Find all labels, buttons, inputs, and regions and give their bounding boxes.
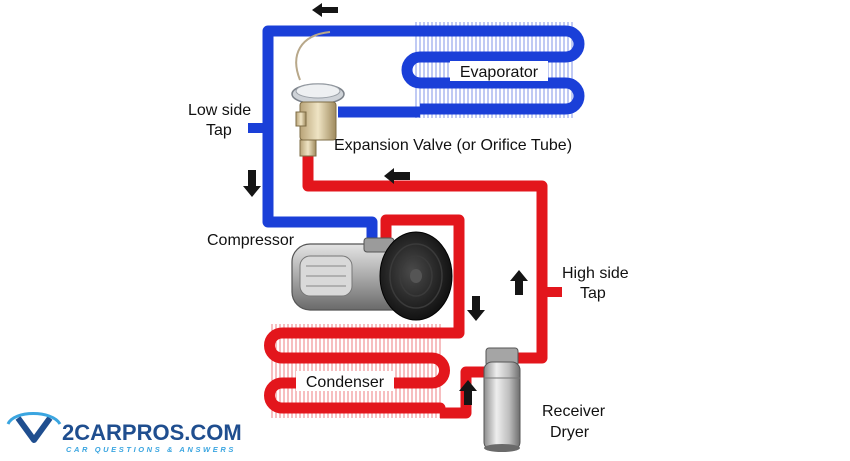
high-side-tap-label-line2: Tap [580, 285, 606, 302]
flow-arrows [243, 3, 528, 405]
logo-tagline: CAR QUESTIONS & ANSWERS [66, 445, 236, 454]
flow-arrow-icon [467, 296, 485, 321]
logo: 2CARPROS.COM CAR QUESTIONS & ANSWERS [6, 412, 242, 454]
liquid-line [302, 156, 548, 364]
low-side-tap-label-line1: Low side [188, 102, 251, 119]
capillary-tube [295, 31, 331, 81]
flow-arrow-icon [243, 170, 261, 197]
flow-arrow-icon [459, 380, 477, 405]
evaporator-coil [401, 22, 585, 118]
suction-line [262, 25, 432, 238]
compressor-label: Compressor [207, 232, 295, 249]
condenser-label-bg [296, 371, 394, 391]
condenser-label: Condenser [306, 374, 385, 391]
evaporator-label: Evaporator [460, 64, 539, 81]
low-side-lines [248, 25, 432, 238]
low-side-tap-label-line2: Tap [206, 122, 232, 139]
logo-name: 2CARPROS.COM [62, 420, 242, 445]
receiver-dryer-label-line1: Receiver [542, 403, 606, 420]
receiver-dryer-icon [483, 347, 521, 452]
evaporator-label-bg [450, 61, 548, 81]
discharge-line [300, 214, 465, 339]
expansion-valve-icon [291, 31, 345, 157]
logo-icon [6, 412, 62, 443]
compressor-icon [291, 231, 453, 321]
flow-arrow-icon [510, 270, 528, 295]
high-side-tap-label-line1: High side [562, 265, 629, 282]
receiver-dryer-label-line2: Dryer [550, 424, 590, 441]
condenser-tubes [264, 327, 450, 414]
flow-arrow-icon [384, 168, 410, 184]
expansion-valve-label: Expansion Valve (or Orifice Tube) [334, 137, 572, 154]
flow-arrow-icon [312, 3, 338, 17]
evaporator-tubes [401, 25, 585, 115]
